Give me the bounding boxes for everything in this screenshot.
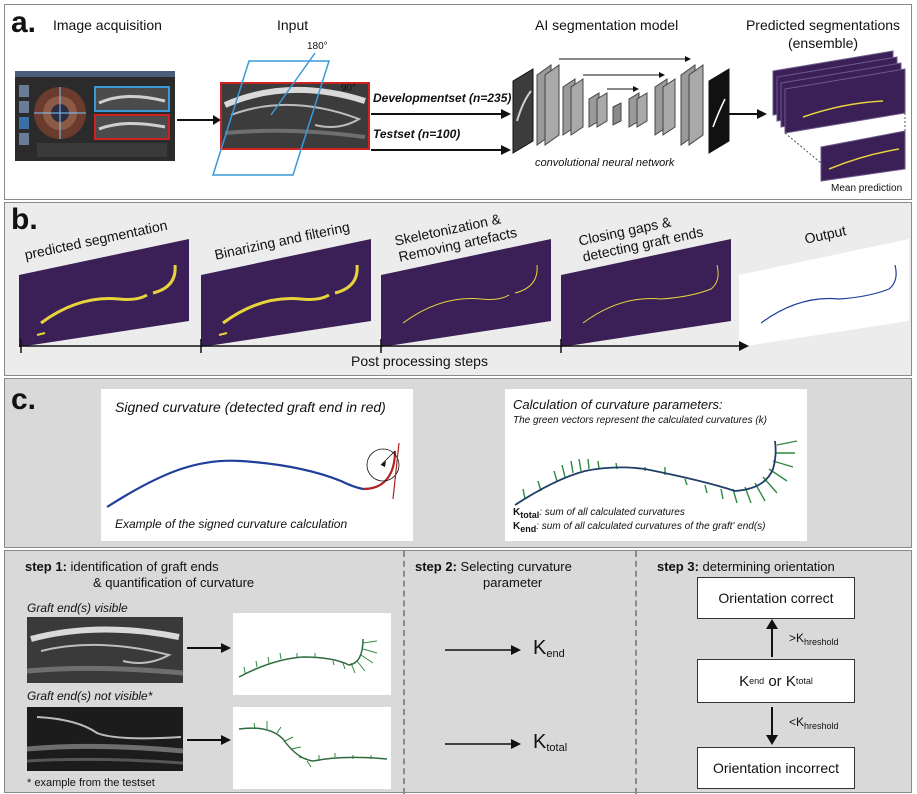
- panel-b: b. predicted segmentation Binarizing and…: [4, 202, 912, 376]
- oct-not-visible-image: [26, 707, 184, 771]
- arrow-test: [371, 145, 511, 155]
- ai-model-label: AI segmentation model: [535, 17, 679, 33]
- arrow-acquisition-to-input: [177, 115, 221, 125]
- step2-k-total-symbol: K: [533, 731, 547, 753]
- less-than-threshold: <Khreshold: [789, 715, 839, 731]
- acquisition-screenshot: [15, 71, 175, 161]
- k-end-definition: Kend: sum of all calculated curvatures o…: [513, 521, 766, 534]
- post-processing-label: Post processing steps: [351, 353, 488, 369]
- orientation-incorrect-box: Orientation incorrect: [697, 747, 855, 789]
- curvature-not-visible-plot: [238, 721, 388, 768]
- k-end-subscript-box: end: [749, 676, 765, 686]
- step3-title: step 3: determining orientation: [657, 559, 835, 574]
- step2-k-end-subscript: end: [546, 648, 565, 660]
- step1-prefix: step 1:: [25, 559, 67, 574]
- panel-c-letter: c.: [11, 383, 37, 416]
- step2-title-line2: parameter: [483, 575, 543, 590]
- panel-a-letter: a.: [11, 6, 37, 39]
- gt-threshold-subscript: hreshold: [804, 637, 839, 647]
- step1-title-line2: & quantification of curvature: [93, 575, 255, 590]
- greater-than-threshold: >Khreshold: [789, 631, 839, 647]
- k-total-subscript: total: [520, 510, 540, 520]
- predicted-subtitle: (ensemble): [787, 35, 859, 51]
- post-processing-timeline: [19, 339, 749, 353]
- image-acquisition-label: Image acquisition: [53, 17, 162, 33]
- step2-k-total: Ktotal: [533, 731, 567, 754]
- signed-curvature-caption: Example of the signed curvature calculat…: [115, 517, 348, 531]
- step2-title-line1: step 2: Selecting curvature: [415, 559, 572, 574]
- arrow-development: [371, 109, 511, 119]
- curvature-parameters-subtitle: The green vectors represent the calculat…: [513, 415, 768, 426]
- lt-threshold-subscript: hreshold: [804, 721, 839, 731]
- footnote-testset: * example from the testset: [27, 777, 155, 789]
- panel-a: a. Image acquisition Input AI segmentati…: [4, 4, 912, 200]
- k-total-symbol-box: K: [785, 672, 796, 690]
- curvature-not-visible-card: [233, 707, 391, 789]
- development-set-label: Developmentset (n=235): [373, 91, 512, 105]
- arrow-down-to-incorrect: [766, 707, 778, 745]
- orientation-correct-box: Orientation correct: [697, 577, 855, 619]
- angle-90-label: 90°: [341, 83, 357, 94]
- arrow-not-visible: [187, 735, 231, 745]
- signed-curvature-title: Signed curvature (detected graft end in …: [115, 399, 386, 415]
- step3-prefix: step 3:: [657, 559, 699, 574]
- input-oct-image: [211, 52, 370, 176]
- seg-image-predicted: [19, 239, 189, 347]
- step2-title-text: Selecting curvature: [456, 559, 572, 574]
- signed-curvature-card: Signed curvature (detected graft end in …: [101, 389, 413, 541]
- step1-title-line1: step 1: identification of graft ends: [25, 559, 219, 574]
- seg-image-binarized: [201, 239, 371, 347]
- step2-k-end: Kend: [533, 637, 565, 660]
- or-word: or: [764, 672, 786, 690]
- step2-k-total-subscript: total: [546, 742, 568, 754]
- predicted-segmentation-stack: [772, 50, 906, 182]
- k-end-subscript: end: [520, 524, 537, 534]
- cnn-diagram: [512, 56, 730, 154]
- k-end-symbol-box: K: [739, 672, 750, 690]
- mean-prediction-label: Mean prediction: [831, 183, 903, 194]
- panel-b-letter: b.: [11, 203, 38, 236]
- oct-visible-image: [26, 617, 184, 683]
- divider-step1-step2: [403, 551, 405, 794]
- predicted-title: Predicted segmentations: [745, 17, 901, 33]
- signed-curvature-plot: [106, 442, 400, 508]
- k-total-symbol: K: [513, 507, 521, 518]
- arrow-to-k-end: [445, 645, 521, 655]
- arrow-up-to-correct: [766, 619, 778, 657]
- seg-image-closed-gaps: [561, 239, 731, 347]
- angle-180-label: 180°: [307, 41, 328, 52]
- cnn-label: convolutional neural network: [535, 157, 675, 169]
- graft-ends-not-visible-label: Graft end(s) not visible*: [27, 689, 153, 703]
- curvature-vectors-plot: [514, 440, 798, 506]
- step1-title-text: identification of graft ends: [66, 559, 219, 574]
- seg-image-output: [739, 239, 909, 347]
- input-label: Input: [277, 17, 309, 33]
- k-total-subscript-box: total: [795, 676, 813, 686]
- panel-steps: step 1: identification of graft ends & q…: [4, 550, 912, 794]
- k-end-description: : sum of all calculated curvatures of th…: [536, 521, 766, 532]
- gt-prefix: >K: [789, 631, 805, 645]
- arrow-visible: [187, 643, 231, 653]
- step3-title-text: determining orientation: [698, 559, 835, 574]
- curvature-parameters-title: Calculation of curvature parameters:: [513, 397, 723, 412]
- curvature-parameters-card: Calculation of curvature parameters: The…: [505, 389, 807, 541]
- arrow-model-to-predictions: [727, 109, 767, 119]
- step2-prefix: step 2:: [415, 559, 457, 574]
- test-set-label: Testset (n=100): [373, 127, 461, 141]
- lt-prefix: <K: [789, 715, 805, 729]
- k-total-description: : sum of all calculated curvatures: [539, 507, 685, 518]
- curvature-visible-card: [233, 613, 391, 695]
- panel-c: c. Signed curvature (detected graft end …: [4, 378, 912, 548]
- curvature-visible-plot: [238, 638, 378, 678]
- k-total-definition: Ktotal: sum of all calculated curvatures: [513, 507, 685, 520]
- arrow-to-k-total: [445, 739, 521, 749]
- step2-k-end-symbol: K: [533, 637, 547, 659]
- graft-ends-visible-label: Graft end(s) visible: [27, 601, 128, 615]
- seg-image-skeleton: [381, 239, 551, 347]
- k-end-symbol: K: [513, 521, 521, 532]
- divider-step2-step3: [635, 551, 637, 794]
